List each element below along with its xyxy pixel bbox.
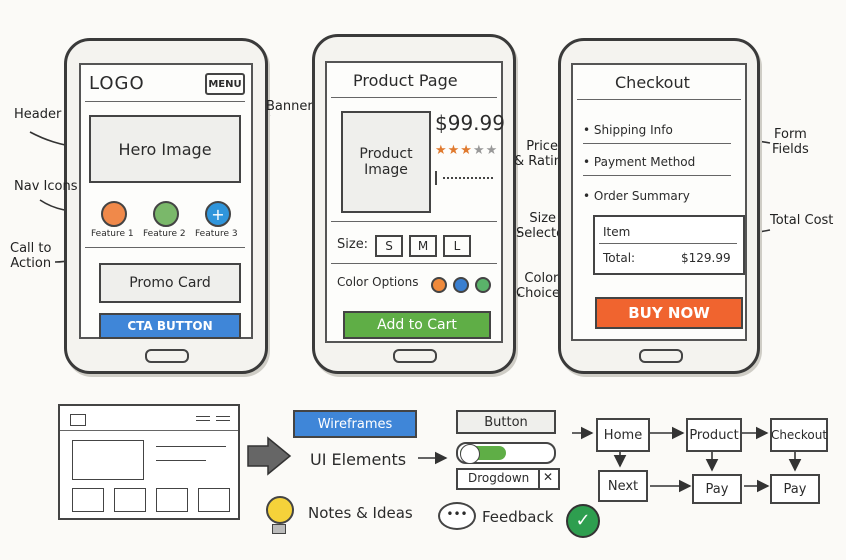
lightbulb-icon bbox=[266, 496, 294, 534]
flow-home: Home bbox=[596, 418, 650, 452]
total-value: $129.99 bbox=[681, 251, 731, 265]
note-color-choices: Color Choices bbox=[516, 271, 567, 301]
note-call-to-action: Call to Action bbox=[10, 241, 52, 271]
phone-checkout: Checkout • Shipping Info • Payment Metho… bbox=[558, 38, 760, 374]
close-icon: ✕ bbox=[538, 470, 556, 488]
sample-button[interactable]: Button bbox=[456, 410, 556, 434]
note-form-fields: Form Fields bbox=[772, 127, 809, 157]
buy-now-button[interactable]: BUY NOW bbox=[595, 297, 743, 329]
dropdown-label: Drogdown bbox=[468, 471, 530, 485]
field-shipping-info[interactable]: • Shipping Info bbox=[583, 123, 673, 137]
ui-elements-label: UI Elements bbox=[310, 450, 407, 469]
speech-bubble-icon: ••• bbox=[438, 502, 476, 530]
wireframe-sketch bbox=[58, 404, 240, 520]
total-label: Total: bbox=[603, 251, 636, 265]
menu-button[interactable]: MENU bbox=[205, 73, 245, 95]
note-banner: Banner bbox=[266, 99, 313, 114]
checkout-title: Checkout bbox=[615, 73, 690, 92]
note-size-selector: Size Selector bbox=[516, 211, 570, 241]
note-header: Header bbox=[14, 107, 62, 122]
size-l-button[interactable]: L bbox=[443, 235, 471, 257]
big-arrow bbox=[247, 436, 292, 476]
flow-pay-2: Pay bbox=[770, 474, 820, 504]
item-label: Item bbox=[603, 225, 631, 239]
page-title: Product Page bbox=[353, 71, 458, 90]
flow-next: Next bbox=[598, 470, 648, 502]
wireframes-label: Wireframes bbox=[293, 410, 417, 438]
size-label: Size: bbox=[337, 237, 369, 252]
screen-home: LOGO MENU Hero Image + Feature 1 Feature… bbox=[79, 63, 253, 339]
field-payment-method[interactable]: • Payment Method bbox=[583, 155, 696, 169]
checkmark-icon: ✓ bbox=[566, 504, 600, 538]
quantity-slider[interactable] bbox=[435, 171, 495, 185]
feature-2-label: Feature 2 bbox=[143, 229, 186, 239]
add-to-cart-button[interactable]: Add to Cart bbox=[343, 311, 491, 339]
rating-stars: ★★★★★ bbox=[435, 143, 499, 158]
promo-card[interactable]: Promo Card bbox=[99, 263, 241, 303]
sample-dropdown[interactable]: Drogdown ✕ bbox=[456, 468, 560, 490]
feature-1-label: Feature 1 bbox=[91, 229, 134, 239]
plus-icon[interactable]: + bbox=[205, 201, 231, 227]
note-total-cost: Total Cost bbox=[770, 213, 834, 228]
cta-button[interactable]: CTA BUTTON bbox=[99, 313, 241, 339]
product-image: Product Image bbox=[341, 111, 431, 213]
feature-3-label: Feature 3 bbox=[195, 229, 238, 239]
size-m-button[interactable]: M bbox=[409, 235, 437, 257]
hero-image: Hero Image bbox=[89, 115, 241, 183]
note-nav-icons: Nav Icons bbox=[14, 179, 78, 194]
color-swatch-orange[interactable] bbox=[431, 277, 447, 293]
sample-toggle[interactable] bbox=[456, 442, 556, 464]
home-button bbox=[145, 349, 189, 363]
color-swatch-green[interactable] bbox=[475, 277, 491, 293]
home-icon[interactable] bbox=[101, 201, 127, 227]
color-swatch-blue[interactable] bbox=[453, 277, 469, 293]
logo: LOGO bbox=[89, 73, 145, 94]
size-s-button[interactable]: S bbox=[375, 235, 403, 257]
flow-checkout: Checkout bbox=[770, 418, 828, 452]
notes-ideas-label: Notes & Ideas bbox=[308, 504, 413, 522]
flow-pay-1: Pay bbox=[692, 474, 742, 504]
check-icon[interactable] bbox=[153, 201, 179, 227]
color-options-label: Color Options bbox=[337, 275, 419, 289]
field-order-summary[interactable]: • Order Summary bbox=[583, 189, 690, 203]
screen-checkout: Checkout • Shipping Info • Payment Metho… bbox=[571, 63, 747, 341]
home-button bbox=[393, 349, 437, 363]
flow-product: Product bbox=[686, 418, 742, 452]
phone-home: LOGO MENU Hero Image + Feature 1 Feature… bbox=[64, 38, 268, 374]
price: $99.99 bbox=[435, 111, 505, 135]
phone-product: Product Page Product Image $99.99 ★★★★★ … bbox=[312, 34, 516, 374]
feedback-label: Feedback bbox=[482, 508, 554, 526]
screen-product: Product Page Product Image $99.99 ★★★★★ … bbox=[325, 61, 505, 343]
order-box: Item Total: $129.99 bbox=[593, 215, 745, 275]
home-button bbox=[639, 349, 683, 363]
